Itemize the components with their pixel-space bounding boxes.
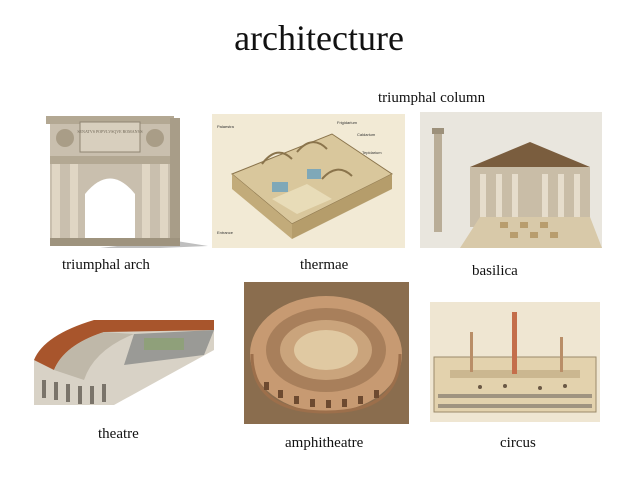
- plan-label-tepidarium: Tepidarium: [362, 150, 382, 155]
- plan-label-frigidarium: Frigidarium: [337, 120, 358, 125]
- basilica-label: basilica: [472, 263, 518, 279]
- theatre-label: theatre: [98, 426, 139, 442]
- circus-image: [430, 302, 600, 422]
- triumphal-arch-label: triumphal arch: [62, 257, 150, 273]
- circus-label: circus: [500, 435, 536, 451]
- basilica-image: [420, 112, 602, 248]
- thermae-label: thermae: [300, 257, 349, 273]
- triumphal-column-label: triumphal column: [378, 90, 486, 106]
- arch-inscription: SENATVS POPVLVSQVE ROMANVS: [77, 129, 142, 134]
- plan-label-palaestra: Palaestra: [217, 124, 235, 129]
- plan-label-caldarium: Caldarium: [357, 132, 376, 137]
- plan-label-entrance: Entrance: [217, 230, 234, 235]
- amphitheatre-label: amphitheatre: [285, 435, 364, 451]
- thermae-image: Frigidarium Caldarium Tepidarium Palaest…: [212, 114, 405, 248]
- theatre-image: [24, 310, 222, 408]
- amphitheatre-image: [244, 282, 409, 424]
- slide-title: architecture: [234, 18, 404, 58]
- triumphal-arch-image: SENATVS POPVLVSQVE ROMANVS: [40, 108, 210, 248]
